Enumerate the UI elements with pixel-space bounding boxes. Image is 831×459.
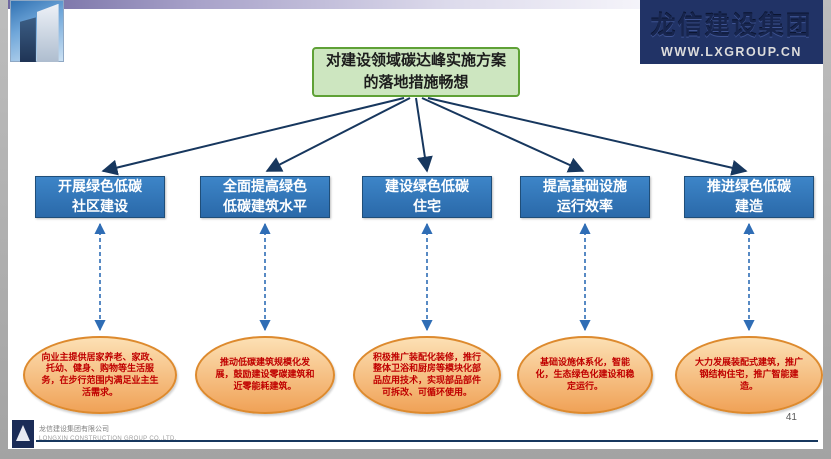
- dashed-arrows: [94, 222, 755, 332]
- footer-logo: [12, 420, 34, 448]
- building-image-shape: [37, 3, 59, 62]
- top-ribbon: [8, 0, 642, 9]
- footer-divider-line: [36, 440, 818, 442]
- brand-panel: 龙信建设集团 WWW.LXGROUP.CN: [640, 0, 823, 64]
- solid-arrows: [101, 97, 748, 176]
- branch-box-infrastructure: 提高基础设施 运行效率: [520, 176, 650, 218]
- branch-box-construction: 推进绿色低碳 建造: [684, 176, 814, 218]
- company-photo-logo: [10, 0, 64, 62]
- diagram-title-box: 对建设领域碳达峰实施方案 的落地措施畅想: [312, 47, 520, 97]
- footer-company: 龙信建设集团有限公司 LONGXIN CONSTRUCTION GROUP CO…: [39, 424, 177, 445]
- building-image-shadow: [19, 17, 36, 62]
- detail-ellipse-community: 向业主提供居家养老、家政、托幼、健身、购物等生活服务，在步行范围内满足业主生活需…: [23, 336, 177, 414]
- diagram-title: 对建设领域碳达峰实施方案 的落地措施畅想: [325, 52, 506, 91]
- footer-company-en: LONGXIN CONSTRUCTION GROUP CO.,LTD.: [39, 435, 177, 445]
- page-number: 41: [785, 412, 797, 423]
- detail-ellipse-infrastructure: 基础设施体系化，智能化，生态绿色化建设和稳定运行。: [517, 336, 653, 414]
- brand-title: 龙信建设集团: [650, 11, 813, 40]
- branch-box-building-level: 全面提高绿色 低碳建筑水平: [200, 176, 330, 218]
- brand-url: WWW.LXGROUP.CN: [661, 44, 802, 59]
- branch-box-housing: 建设绿色低碳 住宅: [362, 176, 492, 218]
- detail-ellipse-building-level: 推动低碳建筑规模化发展，鼓励建设零碳建筑和近零能耗建筑。: [195, 336, 335, 414]
- detail-ellipse-construction: 大力发展装配式建筑，推广钢结构住宅，推广智能建造。: [675, 336, 823, 414]
- detail-ellipse-housing: 积极推广装配化装修，推行整体卫浴和厨房等模块化部品应用技术，实现部品部件可拆改、…: [353, 336, 501, 414]
- branch-box-community: 开展绿色低碳 社区建设: [35, 176, 165, 218]
- footer-company-cn: 龙信建设集团有限公司: [39, 426, 109, 433]
- presentation-slide: 龙信建设集团 WWW.LXGROUP.CN: [8, 0, 823, 449]
